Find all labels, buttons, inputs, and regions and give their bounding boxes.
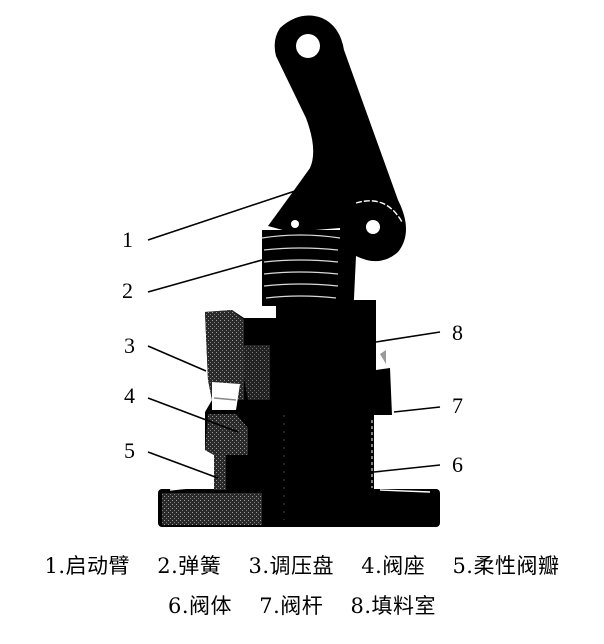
caption-item-start-arm: 1.启动臂 [44, 554, 131, 578]
valve-diagram: 1 2 3 4 5 8 7 6 [122, 15, 463, 527]
callout-2: 2 [122, 259, 263, 303]
callout-8: 8 [375, 320, 463, 345]
svg-text:5: 5 [124, 438, 135, 463]
caption-item-valve-body: 6.阀体 [167, 594, 233, 618]
callout-4: 4 [124, 383, 239, 433]
caption-item-flexible-disc: 5.柔性阀瓣 [452, 554, 560, 578]
valve-body-base [158, 486, 440, 527]
svg-text:2: 2 [122, 278, 133, 303]
spring [261, 230, 341, 318]
caption-item-spring: 2.弹簧 [157, 554, 222, 578]
caption-line-2: 6.阀体 7.阀杆 8.填料室 [0, 590, 604, 620]
svg-text:4: 4 [124, 383, 135, 408]
caption-item-valve-stem: 7.阀杆 [259, 594, 324, 618]
callout-1: 1 [122, 189, 299, 252]
valve-body [205, 300, 392, 520]
svg-text:3: 3 [124, 333, 135, 358]
caption-item-valve-seat: 4.阀座 [361, 554, 426, 578]
callout-7: 7 [393, 393, 463, 418]
svg-text:7: 7 [452, 393, 463, 418]
callout-3: 3 [124, 333, 207, 372]
svg-text:8: 8 [452, 320, 463, 345]
svg-text:1: 1 [122, 227, 133, 252]
svg-text:6: 6 [452, 452, 463, 477]
caption-item-packing-chamber: 8.填料室 [350, 594, 436, 618]
start-arm [268, 15, 406, 341]
callout-6: 6 [373, 452, 463, 477]
callout-5: 5 [124, 438, 219, 479]
caption-line-1: 1.启动臂 2.弹簧 3.调压盘 4.阀座 5.柔性阀瓣 [0, 550, 604, 580]
caption-item-pressure-disc: 3.调压盘 [248, 554, 335, 578]
